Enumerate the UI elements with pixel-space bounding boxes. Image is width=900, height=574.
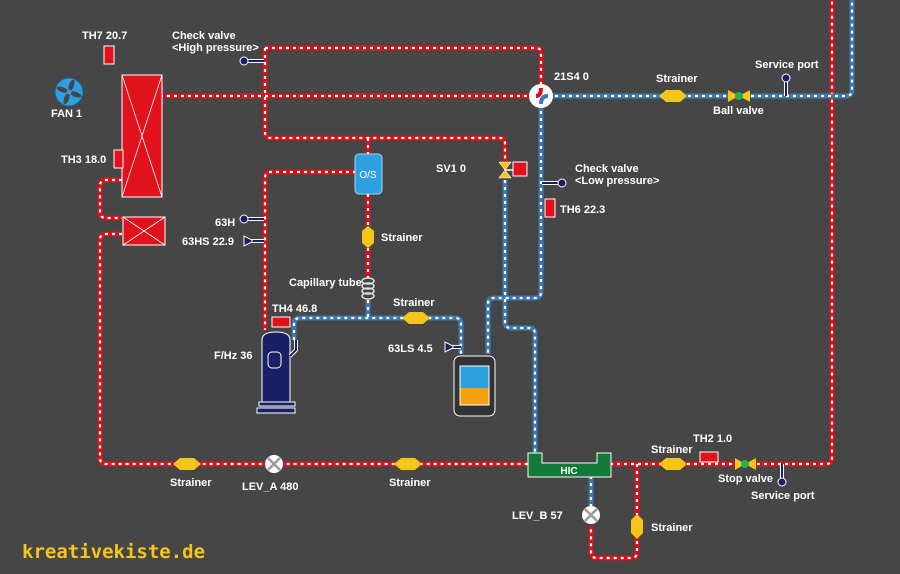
strainer-suction-label: Strainer bbox=[656, 73, 698, 85]
hic-label: HIC bbox=[560, 466, 577, 477]
check-valve-low-icon[interactable] bbox=[542, 178, 567, 188]
pipe-cold-sv1-hic-dash bbox=[503, 180, 537, 454]
strainer-liquid-3-icon bbox=[659, 458, 687, 470]
strainer-oil-return-label: Strainer bbox=[381, 232, 423, 244]
pipe-cold-4way-accumulator-dash bbox=[486, 104, 543, 354]
pipe-hot-discharge bbox=[262, 48, 508, 170]
strainer-liquid-1-icon bbox=[173, 458, 201, 470]
pipe-cold-4way-accumulator bbox=[485, 104, 544, 354]
pipe-hot-top-loop bbox=[265, 45, 544, 90]
solenoid-valve-sv1-icon[interactable] bbox=[498, 161, 528, 179]
pipe-hot-hic-bypass-dash bbox=[589, 464, 639, 560]
compressor-icon[interactable] bbox=[256, 331, 298, 414]
ball-valve-icon[interactable] bbox=[728, 90, 750, 102]
th3-sensor-icon[interactable] bbox=[113, 149, 124, 169]
pipe-cold-suction-compressor bbox=[291, 315, 464, 354]
pipe-hot-compressor-os-dash bbox=[263, 170, 356, 330]
strainers bbox=[173, 90, 687, 539]
service-port-top-label: Service port bbox=[755, 59, 819, 71]
pressure-switch-63h-icon[interactable] bbox=[239, 214, 264, 224]
strainer-oil-return-icon bbox=[362, 226, 374, 248]
strainer-bypass-label: Strainer bbox=[651, 522, 693, 534]
accumulator-tank-icon bbox=[453, 355, 496, 417]
cold-pipes bbox=[291, 0, 855, 506]
fan-icon[interactable] bbox=[54, 77, 84, 107]
ball-valve-label: Ball valve bbox=[713, 105, 764, 117]
pipe-hot-liquid-outdoor-dash bbox=[610, 0, 834, 466]
strainer-compressor-suction-icon bbox=[402, 312, 430, 324]
compressor-frequency-label: F/Hz 36 bbox=[214, 350, 253, 362]
sv1-label: SV1 0 bbox=[436, 163, 466, 175]
strainer-bypass-icon bbox=[631, 514, 643, 539]
oil-separator[interactable]: O/S bbox=[354, 153, 383, 195]
63hs-label: 63HS 22.9 bbox=[182, 236, 234, 248]
strainer-suction-icon bbox=[659, 90, 687, 102]
check-valve-high-icon[interactable] bbox=[239, 56, 264, 66]
service-port-bottom-icon[interactable] bbox=[777, 464, 787, 487]
subcooler-heat-exchanger bbox=[122, 216, 166, 246]
63h-label: 63H bbox=[215, 217, 235, 229]
strainer-liquid-3-label: Strainer bbox=[651, 444, 693, 456]
63ls-label: 63LS 4.5 bbox=[388, 343, 433, 355]
strainer-liquid-1-label: Strainer bbox=[170, 477, 212, 489]
check-valve-high-sublabel: <High pressure> bbox=[172, 42, 259, 54]
pipe-hot-condenser-subcooler-dash bbox=[98, 178, 122, 220]
brand-watermark: kreativekiste.de bbox=[22, 541, 205, 563]
th7-sensor-icon[interactable] bbox=[103, 45, 115, 65]
th4-sensor-icon[interactable] bbox=[271, 316, 291, 328]
strainer-compressor-suction-label: Strainer bbox=[393, 297, 435, 309]
os-label: O/S bbox=[359, 170, 377, 181]
pipe-cold-suction-main bbox=[548, 0, 855, 99]
pressure-sensor-63ls-icon[interactable] bbox=[444, 341, 461, 353]
stop-valve-label: Stop valve bbox=[718, 473, 773, 485]
lev-b-valve-icon[interactable] bbox=[582, 506, 600, 524]
lev-a-valve-icon[interactable] bbox=[265, 455, 283, 473]
pipe-hot-liquid-line-dash bbox=[98, 232, 530, 466]
hot-pipes bbox=[97, 0, 835, 561]
pipe-hot-discharge-dash bbox=[263, 48, 507, 170]
pipe-hot-condenser-subcooler bbox=[97, 177, 122, 221]
strainer-liquid-2-icon bbox=[394, 458, 422, 470]
th4-label: TH4 46.8 bbox=[272, 303, 317, 315]
check-valve-high-label: Check valve bbox=[172, 30, 236, 42]
pipe-hot-top-loop-dash bbox=[265, 46, 543, 90]
th7-label: TH7 20.7 bbox=[82, 30, 127, 42]
fan-label: FAN 1 bbox=[51, 108, 82, 120]
th2-label: TH2 1.0 bbox=[693, 433, 732, 445]
capillary-tube-icon bbox=[361, 277, 375, 300]
strainer-liquid-2-label: Strainer bbox=[389, 477, 431, 489]
pipe-hot-liquid-line bbox=[97, 231, 530, 467]
stop-valve-icon[interactable] bbox=[735, 458, 756, 470]
pressure-sensor-63hs-icon[interactable] bbox=[243, 235, 264, 247]
labels: TH7 20.7 FAN 1 TH3 18.0 Check valve <Hig… bbox=[22, 30, 819, 563]
service-port-bottom-label: Service port bbox=[751, 490, 815, 502]
lev-a-label: LEV_A 480 bbox=[242, 481, 298, 493]
capillary-tube-label: Capillary tube bbox=[289, 277, 362, 289]
condenser-heat-exchanger bbox=[121, 74, 163, 198]
th3-label: TH3 18.0 bbox=[61, 154, 106, 166]
pipe-cold-suction-compressor-dash bbox=[292, 316, 463, 354]
th6-label: TH6 22.3 bbox=[560, 204, 605, 216]
four-way-valve-icon[interactable] bbox=[529, 84, 553, 108]
th2-sensor-icon[interactable] bbox=[699, 451, 719, 463]
four-way-valve-label: 21S4 0 bbox=[554, 71, 589, 83]
th6-sensor-icon[interactable] bbox=[544, 198, 556, 218]
check-valve-low-label: Check valve bbox=[575, 163, 639, 175]
hic-heat-exchanger[interactable]: HIC bbox=[527, 452, 612, 478]
check-valve-low-sublabel: <Low pressure> bbox=[575, 175, 659, 187]
service-port-top-icon[interactable] bbox=[781, 73, 791, 96]
pipe-cold-sv1-hic bbox=[502, 180, 538, 454]
pipe-cold-suction-main-dash bbox=[548, 0, 854, 98]
lev-b-label: LEV_B 57 bbox=[512, 510, 563, 522]
